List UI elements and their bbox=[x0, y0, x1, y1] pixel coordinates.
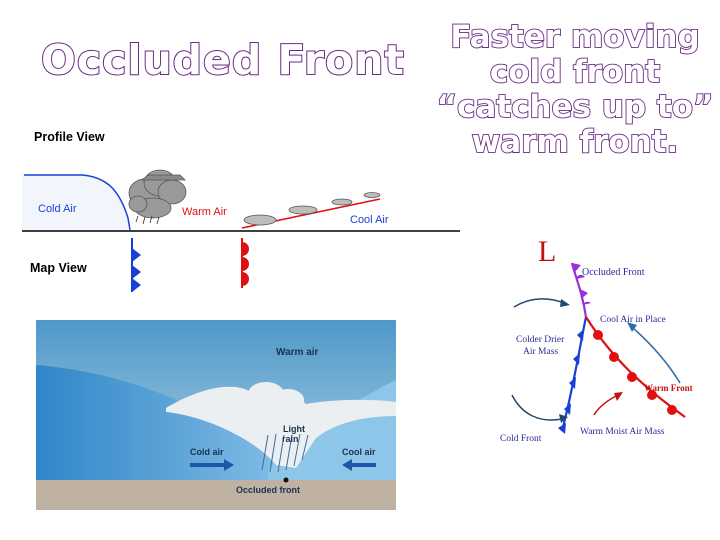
weather-map-diagram: L Occluded Front Cool Air in Place Colde… bbox=[500, 235, 693, 444]
cool-air-label: Cool air bbox=[342, 447, 376, 457]
occluded-front-symbols bbox=[572, 263, 591, 305]
cold-front-label: Cold Front bbox=[500, 434, 542, 444]
cool-air-in-place-label: Cool Air in Place bbox=[600, 315, 666, 325]
cold-front-triangles bbox=[558, 329, 584, 434]
cool-air-label: Cool Air bbox=[350, 214, 389, 226]
subtitle-line: warm front. bbox=[471, 124, 679, 161]
warm-air-label: Warm Air bbox=[182, 206, 227, 218]
profile-view-label: Profile View bbox=[34, 130, 105, 144]
occluded-front-line bbox=[570, 262, 588, 318]
stratus-cloud-layer bbox=[243, 192, 381, 226]
colder-drier-label: Colder Drier bbox=[516, 335, 565, 345]
subtitle-line: cold front bbox=[489, 54, 661, 91]
cold-air-mass bbox=[22, 174, 128, 230]
slide-subtitle: Faster moving cold front “catches up to”… bbox=[430, 19, 720, 161]
cold-air-dome-left bbox=[36, 365, 284, 480]
occluded-front-label: Occluded front bbox=[236, 485, 300, 495]
warm-front-semicircles bbox=[593, 330, 677, 415]
cold-front-boundary bbox=[24, 174, 131, 231]
cloud-mass bbox=[166, 382, 396, 468]
cold-air-label: Cold Air bbox=[38, 203, 77, 215]
air-flow-arrows bbox=[511, 298, 681, 421]
air-flow-arrowheads bbox=[559, 299, 637, 423]
occlusion-point-marker bbox=[283, 477, 289, 483]
cold-air-label: Cold air bbox=[190, 447, 224, 457]
profile-diagram: Profile View Cold Air Warm Air Cool Air … bbox=[22, 130, 460, 292]
rain-lines bbox=[261, 433, 309, 473]
rain-streaks bbox=[135, 215, 160, 225]
warm-front-label: Warm Front bbox=[644, 383, 693, 393]
cold-air-arrow bbox=[190, 459, 234, 471]
colder-drier-label: Air Mass bbox=[523, 347, 558, 357]
warm-moist-label: Warm Moist Air Mass bbox=[580, 427, 665, 437]
subtitle-line: “catches up to” bbox=[436, 89, 715, 126]
light-rain-label: rain bbox=[282, 434, 299, 444]
cross-section-diagram: Warm air Light rain Cold air Cool air Oc… bbox=[36, 320, 396, 510]
low-pressure-symbol: L bbox=[538, 235, 556, 268]
ground bbox=[36, 480, 396, 510]
cold-front-triangles bbox=[132, 248, 141, 292]
warm-air-label: Warm air bbox=[276, 347, 319, 358]
light-rain-label: Light bbox=[283, 424, 305, 434]
slide-title: Occluded Front bbox=[40, 35, 406, 85]
map-view-label: Map View bbox=[30, 261, 87, 275]
warm-front-semicircles bbox=[242, 242, 249, 286]
cumulonimbus-cloud bbox=[128, 169, 187, 219]
cool-air-arrow bbox=[342, 459, 376, 471]
subtitle-line: Faster moving bbox=[449, 19, 700, 56]
occluded-front-label: Occluded Front bbox=[582, 267, 645, 278]
